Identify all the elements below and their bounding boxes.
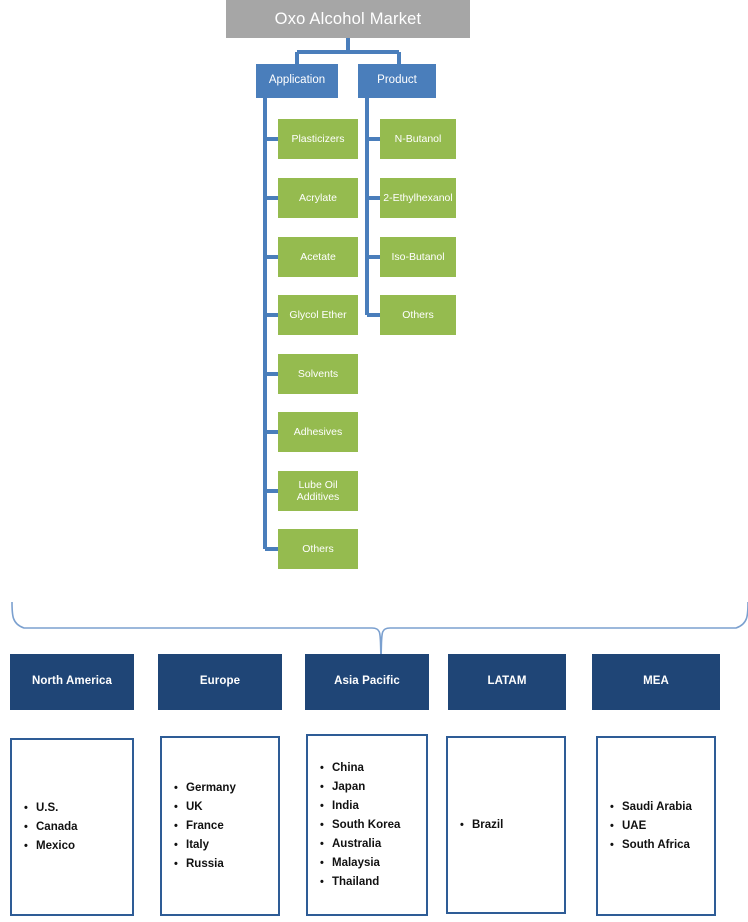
country-list-item: China [320, 759, 426, 778]
region-header-europe[interactable]: Europe [158, 654, 282, 710]
application-item-glycol-ether[interactable]: Glycol Ether [278, 295, 358, 335]
region-header-asia-pacific[interactable]: Asia Pacific [305, 654, 429, 710]
segment-application[interactable]: Application [256, 64, 338, 98]
diagram-title: Oxo Alcohol Market [226, 0, 470, 38]
product-item-2-ethylhexanol[interactable]: 2-Ethylhexanol [380, 178, 456, 218]
product-item-others[interactable]: Others [380, 295, 456, 335]
application-item-acetate[interactable]: Acetate [278, 237, 358, 277]
region-list-latam: Brazil [446, 736, 566, 914]
country-list: U.S.CanadaMexico [12, 799, 132, 856]
region-list-mea: Saudi ArabiaUAESouth Africa [596, 736, 716, 916]
country-list-item: South Africa [610, 836, 714, 855]
application-item-lube-oil-additives[interactable]: Lube Oil Additives [278, 471, 358, 511]
region-header-latam[interactable]: LATAM [448, 654, 566, 710]
region-list-north-america: U.S.CanadaMexico [10, 738, 134, 916]
application-item-plasticizers[interactable]: Plasticizers [278, 119, 358, 159]
product-item-iso-butanol[interactable]: Iso-Butanol [380, 237, 456, 277]
application-item-acrylate[interactable]: Acrylate [278, 178, 358, 218]
country-list-item: Russia [174, 855, 278, 874]
country-list-item: South Korea [320, 816, 426, 835]
region-list-europe: GermanyUKFranceItalyRussia [160, 736, 280, 916]
country-list: Saudi ArabiaUAESouth Africa [598, 798, 714, 855]
application-item-adhesives[interactable]: Adhesives [278, 412, 358, 452]
region-header-north-america[interactable]: North America [10, 654, 134, 710]
application-item-others[interactable]: Others [278, 529, 358, 569]
country-list-item: Thailand [320, 873, 426, 892]
country-list-item: UK [174, 798, 278, 817]
product-item-n-butanol[interactable]: N-Butanol [380, 119, 456, 159]
country-list-item: India [320, 797, 426, 816]
country-list: GermanyUKFranceItalyRussia [162, 779, 278, 874]
country-list-item: Canada [24, 818, 132, 837]
application-item-solvents[interactable]: Solvents [278, 354, 358, 394]
region-header-mea[interactable]: MEA [592, 654, 720, 710]
country-list-item: Saudi Arabia [610, 798, 714, 817]
country-list-item: France [174, 817, 278, 836]
country-list-item: Japan [320, 778, 426, 797]
region-bracket [11, 601, 748, 659]
country-list: Brazil [448, 816, 564, 835]
country-list-item: Brazil [460, 816, 564, 835]
country-list-item: Malaysia [320, 854, 426, 873]
country-list-item: Mexico [24, 837, 132, 856]
country-list: ChinaJapanIndiaSouth KoreaAustraliaMalay… [308, 759, 426, 892]
country-list-item: UAE [610, 817, 714, 836]
country-list-item: Germany [174, 779, 278, 798]
country-list-item: U.S. [24, 799, 132, 818]
country-list-item: Italy [174, 836, 278, 855]
region-list-asia-pacific: ChinaJapanIndiaSouth KoreaAustraliaMalay… [306, 734, 428, 916]
segment-product[interactable]: Product [358, 64, 436, 98]
country-list-item: Australia [320, 835, 426, 854]
